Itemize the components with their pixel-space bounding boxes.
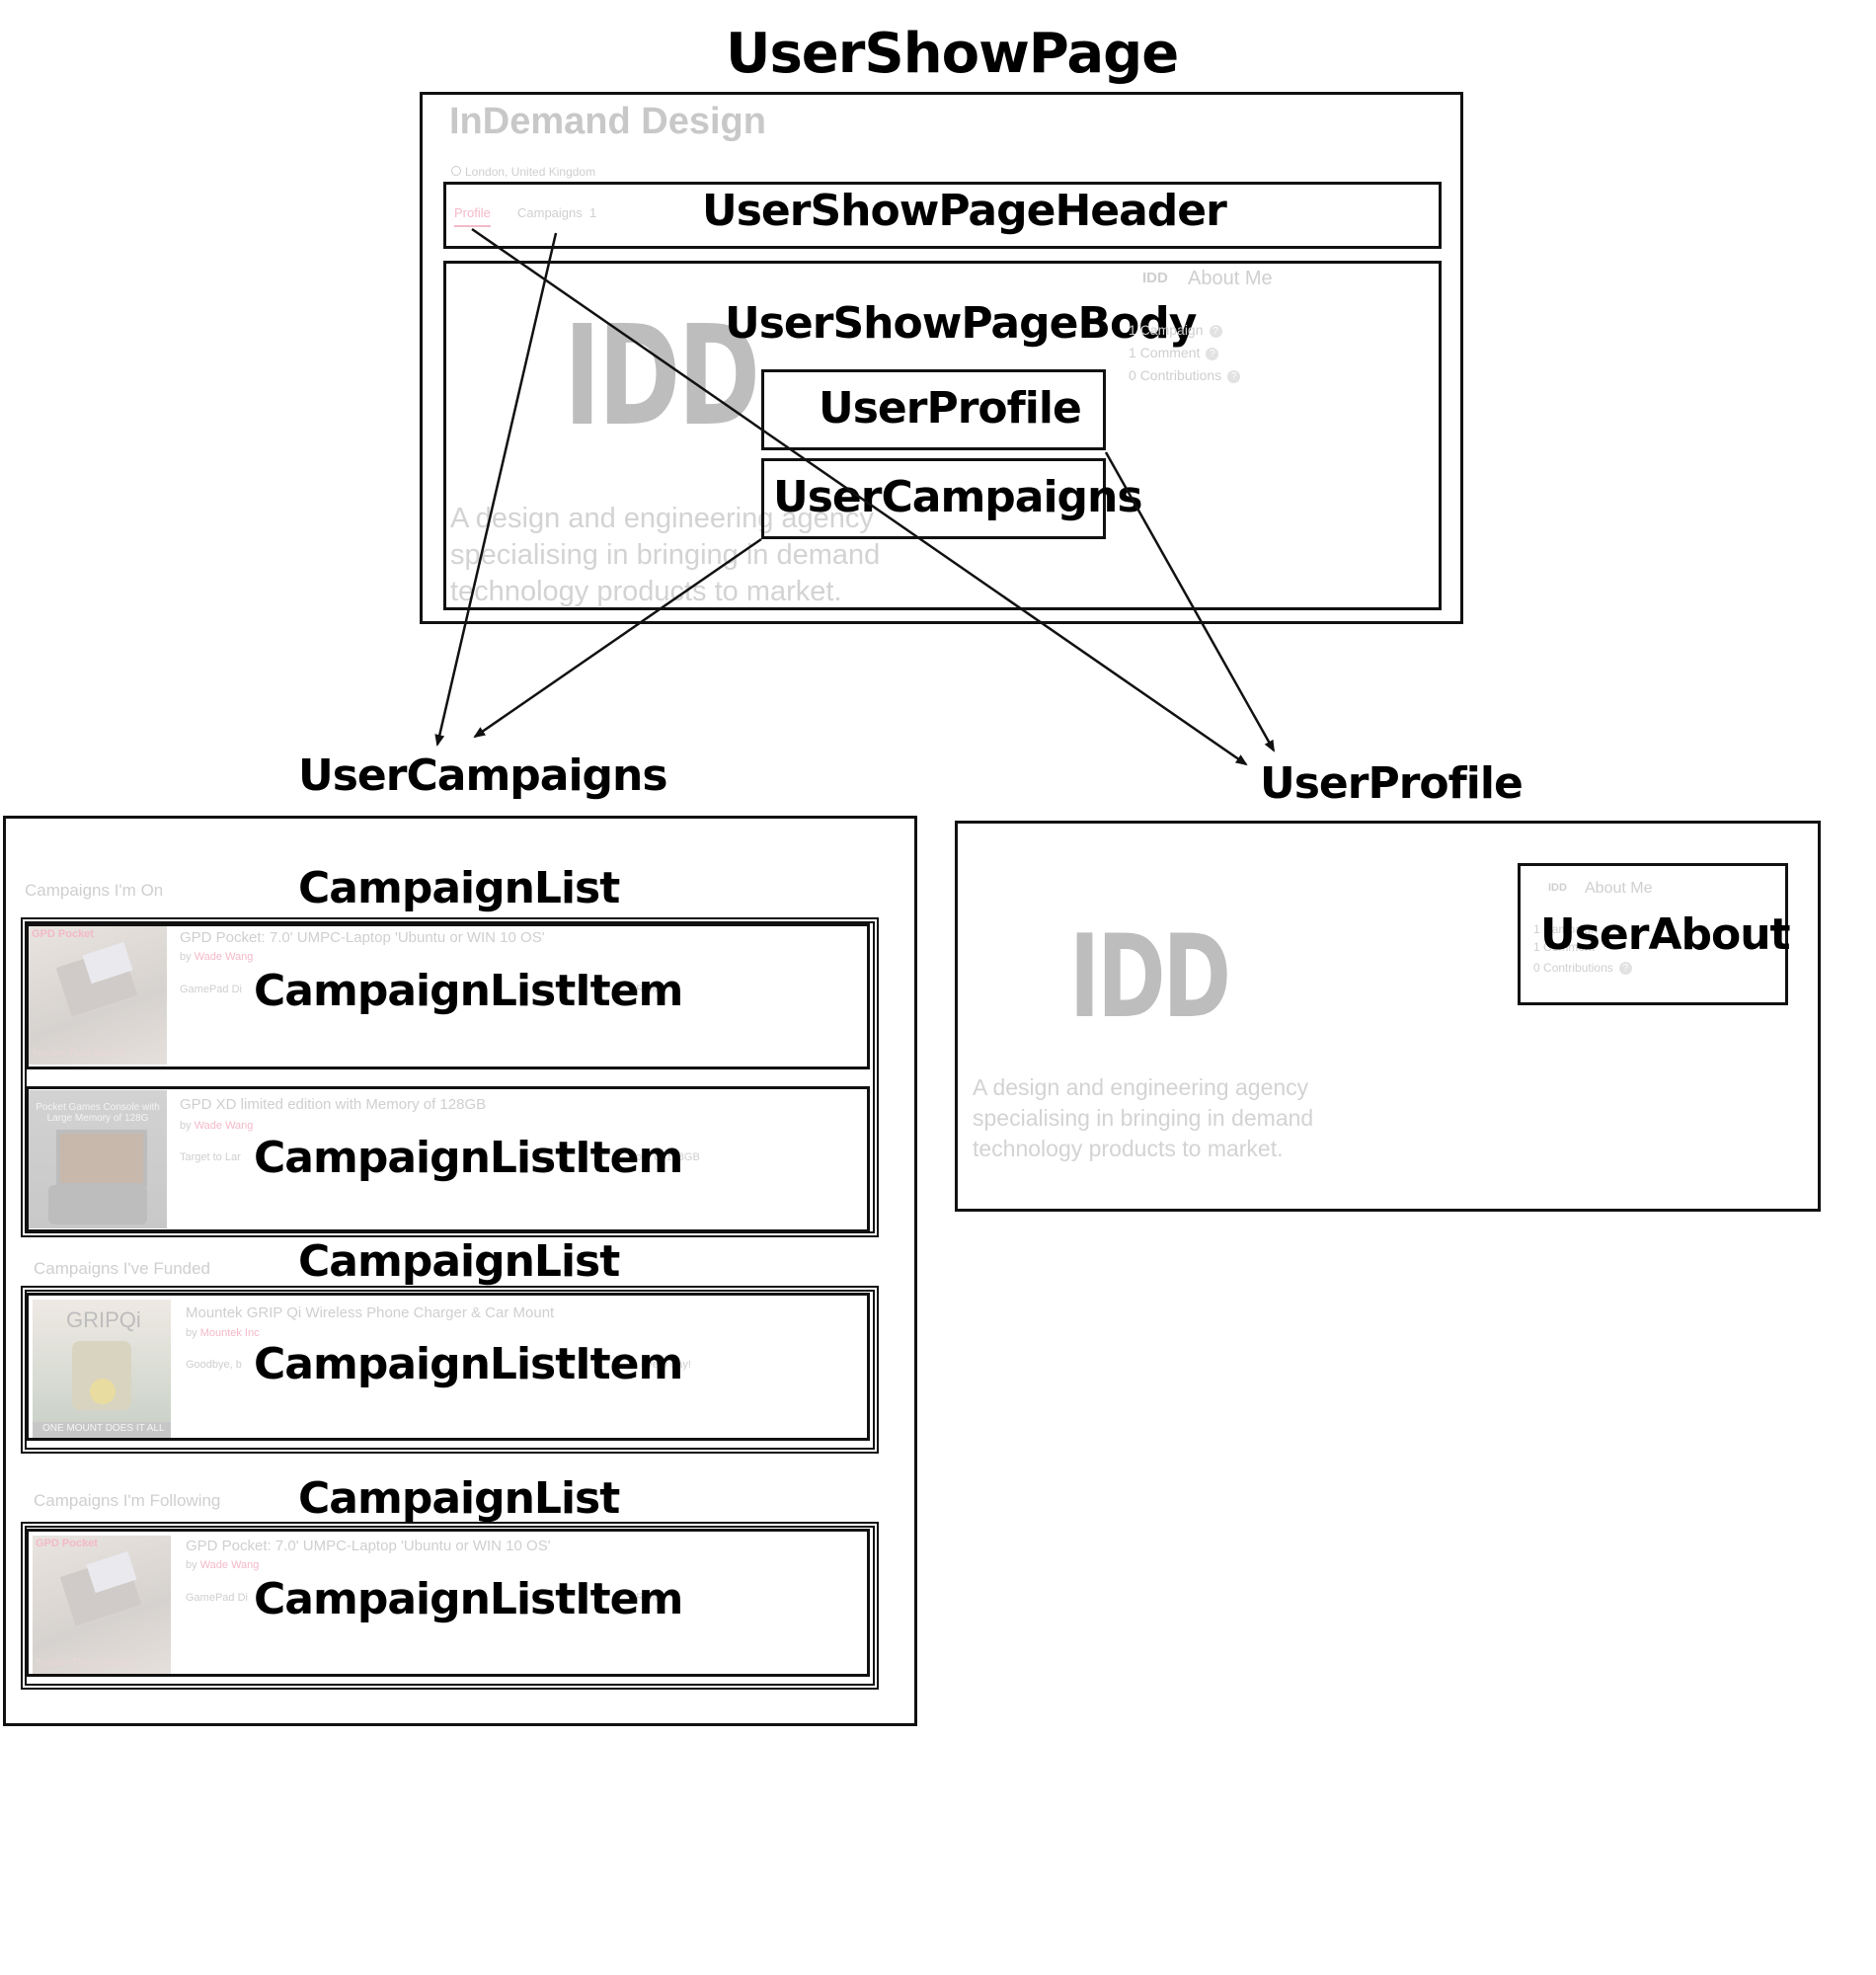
about-heading: About Me [1585, 880, 1653, 897]
campaign-author: by Wade Wang [180, 951, 254, 963]
user-show-page-header-box [443, 182, 1442, 249]
tab-campaigns[interactable]: Campaigns 1 [517, 205, 597, 220]
label-campaign-list-item: CampaignListItem [254, 1133, 683, 1183]
company-name: InDemand Design [449, 101, 766, 142]
thumb-top-text: GRIPQi [66, 1307, 141, 1332]
help-icon: ? [1206, 347, 1219, 360]
about-logo-small: IDD [1548, 882, 1567, 894]
campaign-thumbnail: GPD Pocket Smaller Than Smaller [29, 926, 167, 1065]
list-heading: Campaigns I've Funded [34, 1259, 211, 1278]
campaign-list-item-box [26, 1086, 870, 1232]
about-stat-contributions: 0 Contributions? [1129, 367, 1241, 383]
campaign-author: by Mountek Inc [186, 1327, 260, 1339]
console-body-shape [48, 1185, 147, 1224]
arrow-header-campaigns-to-user-campaigns [434, 232, 558, 747]
about-stat-comment: 1 Comment [1533, 940, 1596, 954]
label-campaign-list-item: CampaignListItem [254, 1574, 683, 1624]
campaign-thumbnail: Pocket Games Console with Large Memory o… [29, 1090, 167, 1228]
thumb-bottom-text: ONE MOUNT DOES IT ALL [42, 1423, 165, 1434]
user-campaigns-inner-box [761, 458, 1106, 539]
campaign-author: by Wade Wang [186, 1559, 260, 1571]
thumb-top-text: GPD Pocket [36, 1538, 98, 1549]
label-campaign-list: CampaignList [298, 863, 620, 913]
thumb-bottom-text: Smaller Than Smaller [36, 1656, 131, 1668]
campaign-thumbnail: GPD Pocket Smaller Than Smaller [33, 1536, 171, 1674]
arrow-inner-campaigns-to-user-campaigns [473, 537, 762, 739]
mount-disc-shape [90, 1379, 116, 1404]
about-stat-comment: 1 Comment? [1129, 345, 1219, 360]
thumb-footer-bar [33, 1422, 171, 1438]
user-about-box [1518, 863, 1788, 1005]
campaign-title[interactable]: GPD XD limited edition with Memory of 12… [180, 1096, 487, 1113]
campaign-list-box [21, 1286, 879, 1454]
about-stat-campaign: 1 Campaign [1533, 922, 1598, 936]
user-show-page-body-box [443, 261, 1442, 610]
user-profile-box [955, 821, 1821, 1212]
description-text: A design and engineering agency speciali… [450, 503, 881, 607]
about-stat-campaign: 1 Campaign? [1129, 322, 1222, 338]
diagram-title: UserShowPage [726, 22, 1179, 86]
user-campaigns-box [3, 816, 917, 1726]
label-campaign-list: CampaignList [298, 1473, 620, 1524]
about-logo-small: IDD [1142, 270, 1168, 286]
campaign-author: by Wade Wang [180, 1120, 254, 1132]
label-user-campaigns: UserCampaigns [298, 750, 668, 801]
arrow-header-profile-to-user-profile [471, 227, 1248, 766]
label-user-show-page-body: UserShowPageBody [725, 298, 1197, 349]
arrow-inner-profile-to-user-profile [1104, 451, 1276, 752]
campaign-blurb-start: GamePad Di [186, 1592, 248, 1604]
thumb-top-text: GPD Pocket [32, 928, 94, 940]
idd-logo-large: IDD [564, 296, 760, 457]
campaign-list-box [21, 917, 879, 1237]
campaign-blurb-start: Target to Lar [180, 1151, 241, 1163]
label-user-about: UserAbout [1540, 909, 1791, 960]
help-icon: ? [1227, 369, 1241, 383]
campaign-list-item-box [26, 923, 870, 1069]
campaign-blurb-end: ROM [636, 984, 662, 995]
thumb-top-text: Pocket Games Console with Large Memory o… [36, 1102, 160, 1124]
author-link[interactable]: Wade Wang [194, 951, 254, 963]
profile-description: A design and engineering agency speciali… [973, 1074, 1314, 1161]
campaign-title[interactable]: GPD Pocket: 7.0' UMPC-Laptop 'Ubuntu or … [186, 1538, 551, 1554]
console-screen-shape [56, 1130, 147, 1187]
campaign-blurb-end: ROM [636, 1592, 662, 1604]
label-campaign-list-item: CampaignListItem [254, 966, 683, 1016]
author-link[interactable]: Wade Wang [194, 1120, 254, 1132]
campaign-title[interactable]: GPD Pocket: 7.0' UMPC-Laptop 'Ubuntu or … [180, 929, 545, 946]
label-user-show-page-header: UserShowPageHeader [702, 186, 1227, 236]
help-icon: ? [1209, 324, 1222, 338]
campaign-thumbnail: GRIPQi ONE MOUNT DOES IT ALL [33, 1300, 171, 1438]
author-link[interactable]: Wade Wang [199, 1559, 260, 1571]
label-user-profile: UserProfile [1260, 758, 1524, 809]
label-campaign-list-item: CampaignListItem [254, 1339, 683, 1389]
about-heading: About Me [1188, 268, 1273, 289]
about-stat-contributions: 0 Contributions? [1533, 961, 1632, 976]
tab-profile[interactable]: Profile [454, 205, 491, 227]
campaign-list-item-box [26, 1293, 870, 1441]
help-icon: ? [1618, 962, 1632, 976]
campaign-blurb-start: GamePad Di [180, 984, 242, 995]
user-show-page-box [420, 92, 1463, 624]
label-user-profile-inner: UserProfile [819, 383, 1082, 434]
list-heading: Campaigns I'm Following [34, 1491, 221, 1510]
thumb-bottom-text: Smaller Than Smaller [32, 1047, 127, 1059]
user-profile-inner-box [761, 369, 1106, 450]
author-link[interactable]: Mountek Inc [199, 1327, 260, 1339]
idd-logo-profile: IDD [1069, 910, 1231, 1044]
campaign-blurb-end: ory of 128GB [636, 1151, 700, 1163]
campaign-title[interactable]: Mountek GRIP Qi Wireless Phone Charger &… [186, 1304, 555, 1321]
campaign-blurb-end: e every day! [632, 1359, 691, 1371]
campaign-list-item-box [26, 1529, 870, 1677]
campaign-blurb-start: Goodbye, b [186, 1359, 242, 1371]
label-campaign-list: CampaignList [298, 1236, 620, 1287]
campaign-list-box [21, 1522, 879, 1690]
location-text: London, United Kingdom [451, 165, 595, 179]
location-pin-icon [451, 166, 461, 176]
list-heading: Campaigns I'm On [25, 881, 164, 900]
